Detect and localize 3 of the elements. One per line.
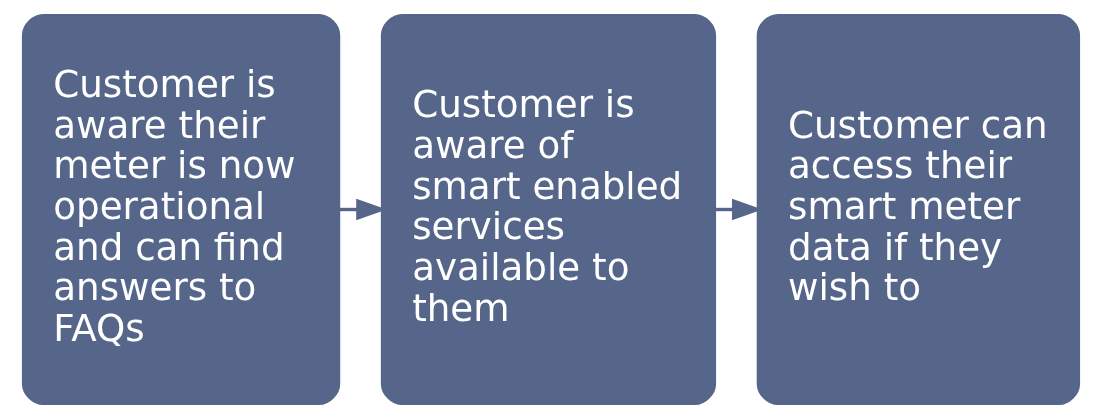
node-box: Customer can access their smart meter data if they wish to xyxy=(756,13,1080,406)
node-box: Customer is aware their meter is now operational and can find answers to FAQs xyxy=(21,13,340,406)
node-box: Customer is aware of smart enabled services available to them xyxy=(380,13,716,406)
